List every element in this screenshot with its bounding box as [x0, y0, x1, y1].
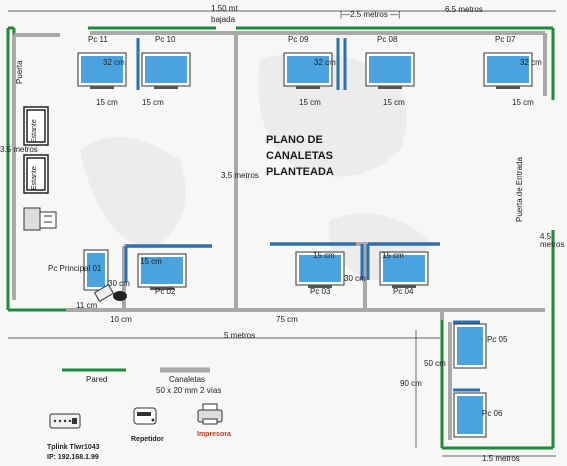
pc11-monitor[interactable]	[77, 52, 127, 89]
shelf-1-label: Estante	[31, 119, 38, 143]
legend-printer-label: Impresora	[197, 431, 231, 438]
measure-15a: 15 cm	[96, 98, 118, 107]
pc04-monitor[interactable]	[379, 251, 429, 288]
shelf-2	[23, 154, 49, 194]
pc02-monitor[interactable]	[137, 253, 187, 290]
shelf-2-label: Estante	[31, 166, 38, 190]
pc08-monitor[interactable]	[365, 52, 415, 89]
measure-32c: 32 cm	[520, 58, 542, 67]
dim-top-mid: |—2.5 metros —|	[340, 10, 401, 19]
dim-top-right: 6.5 metros	[445, 5, 483, 14]
legend-repeater-icon	[133, 407, 157, 425]
duct-accents	[124, 38, 480, 392]
pc05-label: Pc 05	[487, 335, 508, 344]
title-line-3: PLANTEADA	[266, 165, 334, 178]
pc03-monitor[interactable]	[295, 251, 345, 288]
dim-top-left-sub: bajada	[211, 15, 236, 24]
door-label: Puerta	[15, 60, 24, 84]
pc09-monitor[interactable]	[283, 52, 333, 89]
plan-title: PLANO DE CANALETAS PLANTEADA	[266, 133, 334, 181]
shelves	[23, 106, 49, 194]
dim-annex-gap: 50 cm	[424, 359, 446, 368]
legend-wall-label: Pared	[86, 375, 108, 384]
printer-icon	[23, 207, 57, 231]
legend-repeater-label: Repetidor	[131, 436, 164, 443]
dim-bottom-main: 5 metros	[224, 331, 256, 340]
legend-router-icon	[49, 413, 81, 429]
dim-center: 3.5 metros	[221, 171, 259, 180]
pc06-monitor[interactable]	[453, 392, 487, 438]
measure-15h: 15 cm	[382, 251, 404, 260]
dim-top-left: 1.50 mt	[211, 4, 238, 13]
measure-32a: 32 cm	[103, 58, 125, 67]
measure-15c: 15 cm	[299, 98, 321, 107]
pc01-label: Pc Principal 01	[48, 264, 102, 273]
legend-printer-icon	[197, 403, 223, 425]
measure-15e: 15 cm	[512, 98, 534, 107]
router-icon	[93, 283, 127, 303]
title-line-1: PLANO DE	[266, 134, 323, 146]
shelf-1	[23, 106, 49, 146]
dim-right-side: 4.5 metros	[540, 232, 565, 249]
legend-router-label: Tplink Tlwr1043	[47, 444, 100, 451]
measure-11: 11 cm	[76, 301, 98, 310]
pc06-label: Pc 06	[482, 409, 503, 418]
pc05-monitor[interactable]	[453, 323, 487, 369]
legend-router-ip: IP: 192.168.1.99	[47, 454, 99, 461]
measure-32b: 32 cm	[314, 58, 336, 67]
pc10-monitor[interactable]	[141, 52, 191, 89]
walls	[6, 26, 555, 450]
monitors	[77, 52, 533, 438]
measure-10: 10 cm	[110, 315, 132, 324]
legend-duct-label: Canaletas	[169, 375, 206, 384]
measure-75: 75 cm	[276, 315, 298, 324]
pc07-monitor[interactable]	[483, 52, 533, 89]
pc07-label: Pc 07	[495, 35, 516, 44]
dim-left-side: 3.5 metros	[0, 145, 38, 154]
measure-15d: 15 cm	[383, 98, 405, 107]
pc01-monitor[interactable]	[83, 249, 109, 291]
pc09-label: Pc 09	[288, 35, 309, 44]
title-line-2: CANALETAS	[266, 149, 334, 162]
dim-annex-height: 90 cm	[400, 379, 422, 388]
entrance-label: Puerta de Entrada	[515, 157, 524, 222]
measure-30b: 30 cm	[344, 274, 366, 283]
measure-15f: 15 cm	[140, 257, 162, 266]
measure-15g: 15 cm	[313, 251, 335, 260]
measure-15b: 15 cm	[142, 98, 164, 107]
legend-duct-spec: 50 x 20 mm 2 vías	[156, 386, 222, 395]
pc04-label: Pc 04	[393, 287, 414, 296]
pc02-label: Pc 02	[155, 287, 176, 296]
pc03-label: Pc 03	[310, 287, 331, 296]
pc11-label: Pc 11	[88, 35, 108, 44]
pc10-label: Pc 10	[155, 35, 176, 44]
measure-30a: 30 cm	[108, 279, 130, 288]
dimension-lines	[8, 10, 556, 457]
pc08-label: Pc 08	[377, 35, 398, 44]
dim-bottom-right: 1.5 metros	[482, 454, 520, 463]
